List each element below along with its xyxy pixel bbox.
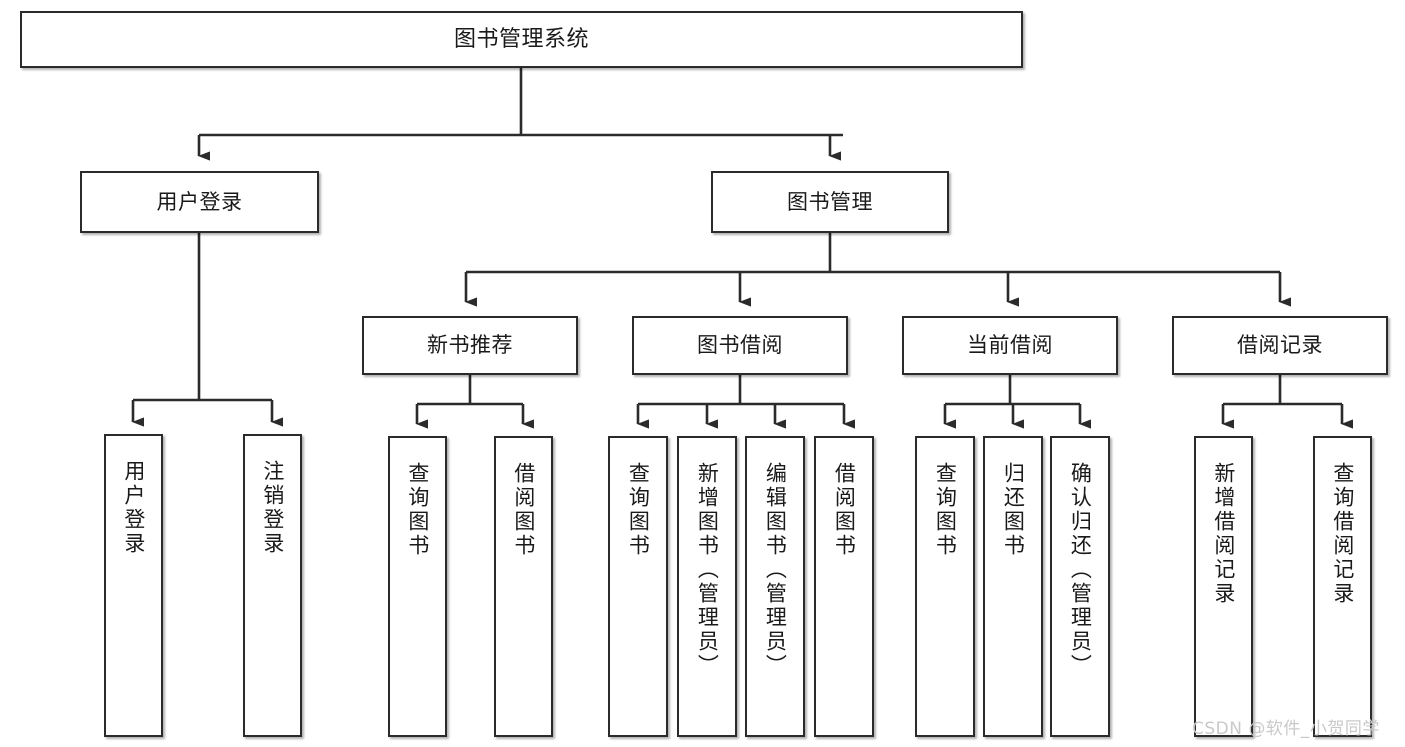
node-leaf-add-record[interactable]: 新增借阅记录 <box>1194 436 1253 737</box>
node-label: 用户登录 <box>121 460 146 556</box>
node-leaf-user-logout[interactable]: 注销登录 <box>243 434 302 737</box>
node-label: 查询图书 <box>933 462 958 558</box>
node-label: 注销登录 <box>260 460 285 556</box>
node-leaf-query-book-3[interactable]: 查询图书 <box>915 436 975 737</box>
node-label: 查询图书 <box>626 462 651 558</box>
node-leaf-query-book-2[interactable]: 查询图书 <box>608 436 668 737</box>
node-label: 借阅记录 <box>1237 333 1323 358</box>
node-leaf-add-book[interactable]: 新增图书（管理员） <box>677 436 737 737</box>
node-book-management[interactable]: 图书管理 <box>711 171 949 233</box>
node-leaf-query-record[interactable]: 查询借阅记录 <box>1313 436 1372 737</box>
node-label: 查询借阅记录 <box>1330 462 1355 606</box>
node-label: 新书推荐 <box>427 333 513 358</box>
node-user-login[interactable]: 用户登录 <box>80 171 319 233</box>
node-label: 用户登录 <box>156 189 243 214</box>
node-label: 确认归还（管理员） <box>1068 462 1093 678</box>
node-leaf-confirm-return[interactable]: 确认归还（管理员） <box>1050 436 1110 737</box>
node-label: 编辑图书（管理员） <box>763 462 788 678</box>
node-leaf-user-login[interactable]: 用户登录 <box>104 434 163 737</box>
node-leaf-borrow-book-2[interactable]: 借阅图书 <box>814 436 874 737</box>
node-root-book-management-system[interactable]: 图书管理系统 <box>20 11 1023 68</box>
node-label: 当前借阅 <box>967 333 1053 358</box>
node-current-borrow[interactable]: 当前借阅 <box>902 316 1118 375</box>
node-label: 借阅图书 <box>511 462 536 558</box>
node-label: 新增借阅记录 <box>1211 462 1236 606</box>
node-borrow-record[interactable]: 借阅记录 <box>1172 316 1388 375</box>
node-label: 归还图书 <box>1001 462 1026 558</box>
node-label: 借阅图书 <box>832 462 857 558</box>
node-leaf-borrow-book-1[interactable]: 借阅图书 <box>494 436 553 737</box>
node-label: 查询图书 <box>405 462 430 558</box>
node-label: 新增图书（管理员） <box>695 462 720 678</box>
node-leaf-return-book[interactable]: 归还图书 <box>983 436 1043 737</box>
node-new-book-recommend[interactable]: 新书推荐 <box>362 316 578 375</box>
node-label: 图书借阅 <box>697 333 783 358</box>
node-book-borrow[interactable]: 图书借阅 <box>632 316 848 375</box>
node-leaf-edit-book[interactable]: 编辑图书（管理员） <box>745 436 805 737</box>
node-label: 图书管理 <box>787 189 873 214</box>
node-label: 图书管理系统 <box>453 26 589 52</box>
node-leaf-query-book-1[interactable]: 查询图书 <box>388 436 447 737</box>
csdn-watermark: CSDN @软件_小贺同学 <box>1192 719 1380 739</box>
